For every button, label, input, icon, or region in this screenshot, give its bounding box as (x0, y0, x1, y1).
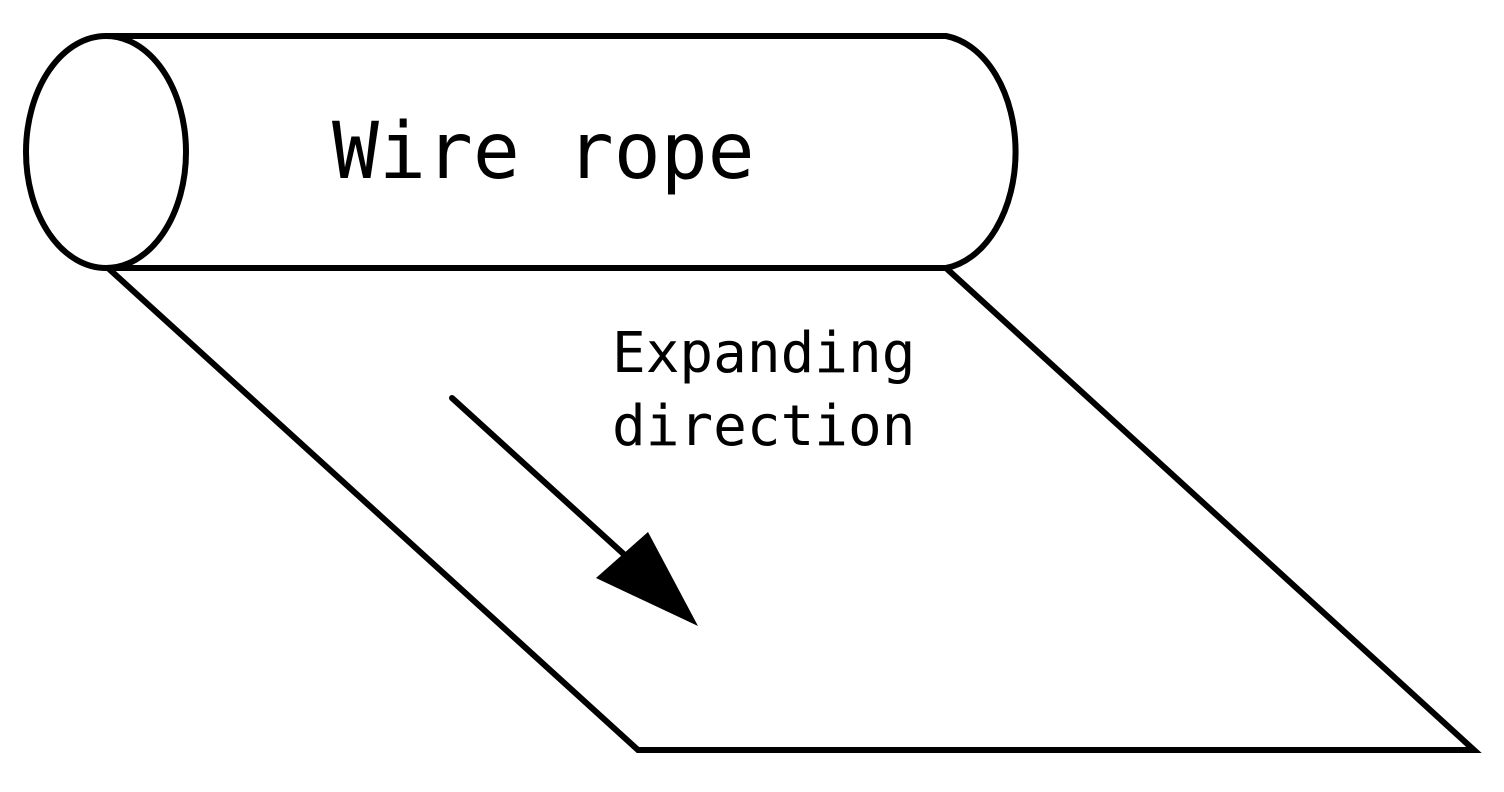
cylinder-label: Wire rope (332, 107, 755, 197)
cylinder-body (103, 33, 1019, 271)
cylinder-left-end (23, 33, 189, 271)
direction-arrow-shaft (449, 395, 631, 561)
arrow-label-line2: direction (612, 394, 915, 459)
direction-arrow-head (596, 532, 698, 626)
unrolled-sheet (105, 265, 1482, 753)
arrow-label-line1: Expanding (612, 321, 915, 386)
